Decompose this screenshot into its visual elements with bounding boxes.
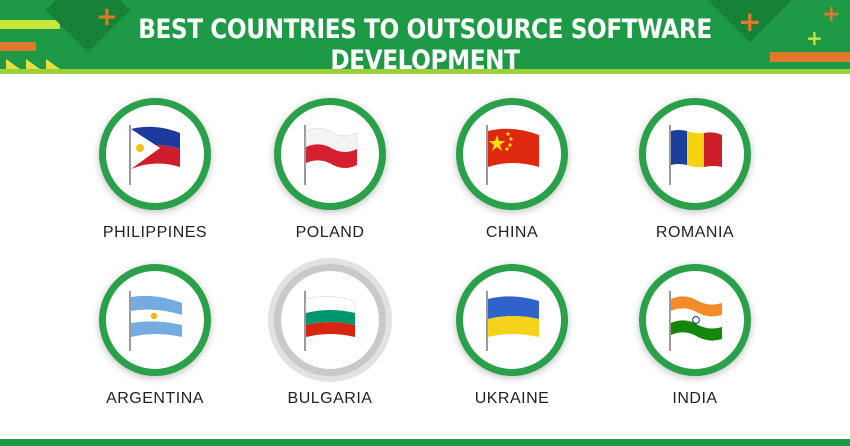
country-card-romania: ROMANIA bbox=[595, 98, 795, 258]
philippines-flag-icon bbox=[129, 125, 180, 185]
poland-flag-icon bbox=[304, 125, 358, 185]
country-label: CHINA bbox=[485, 224, 539, 241]
romania-flag-icon bbox=[669, 125, 722, 185]
footer-bar bbox=[0, 439, 850, 446]
plus-icon: + bbox=[96, 2, 118, 32]
country-card-poland: POLAND bbox=[230, 98, 430, 258]
country-card-argentina: ARGENTINA bbox=[55, 264, 255, 424]
decorative-orange-bar bbox=[770, 52, 850, 62]
flag-badge bbox=[99, 98, 211, 210]
page-title: BEST COUNTRIES TO OUTSOURCE SOFTWARE DEV… bbox=[138, 14, 712, 74]
plus-icon: + bbox=[738, 5, 762, 38]
country-card-philippines: PHILIPPINES bbox=[55, 98, 255, 258]
country-label: ROMANIA bbox=[655, 224, 735, 241]
china-flag-icon bbox=[486, 125, 539, 185]
bulgaria-flag-icon bbox=[304, 291, 356, 351]
flag-badge bbox=[639, 98, 751, 210]
country-label: PHILIPPINES bbox=[102, 224, 208, 241]
india-flag-icon bbox=[669, 291, 723, 351]
country-label: INDIA bbox=[672, 390, 718, 407]
country-card-india: INDIA bbox=[595, 264, 795, 424]
country-label: POLAND bbox=[295, 224, 365, 241]
country-label: UKRAINE bbox=[474, 390, 550, 407]
country-label: BULGARIA bbox=[287, 390, 373, 407]
decorative-lime-bar bbox=[0, 20, 60, 29]
country-grid: PHILIPPINES POLAND CHINA bbox=[0, 74, 850, 434]
flag-badge bbox=[456, 98, 568, 210]
flag-badge bbox=[274, 264, 386, 376]
decorative-orange-bar bbox=[0, 42, 36, 51]
header-banner: + + + + BEST COUNTRIES TO OUTSOURCE SOFT… bbox=[0, 0, 850, 74]
flag-badge bbox=[639, 264, 751, 376]
flag-badge bbox=[274, 98, 386, 210]
plus-icon: + bbox=[806, 26, 823, 50]
flag-badge bbox=[99, 264, 211, 376]
plus-icon: + bbox=[822, 2, 841, 27]
country-card-bulgaria: BULGARIA bbox=[230, 264, 430, 424]
country-label: ARGENTINA bbox=[106, 390, 204, 407]
country-card-china: CHINA bbox=[412, 98, 612, 258]
country-card-ukraine: UKRAINE bbox=[412, 264, 612, 424]
argentina-flag-icon bbox=[129, 291, 182, 351]
header-accent-line bbox=[0, 69, 850, 74]
flag-badge bbox=[456, 264, 568, 376]
ukraine-flag-icon bbox=[486, 291, 539, 351]
